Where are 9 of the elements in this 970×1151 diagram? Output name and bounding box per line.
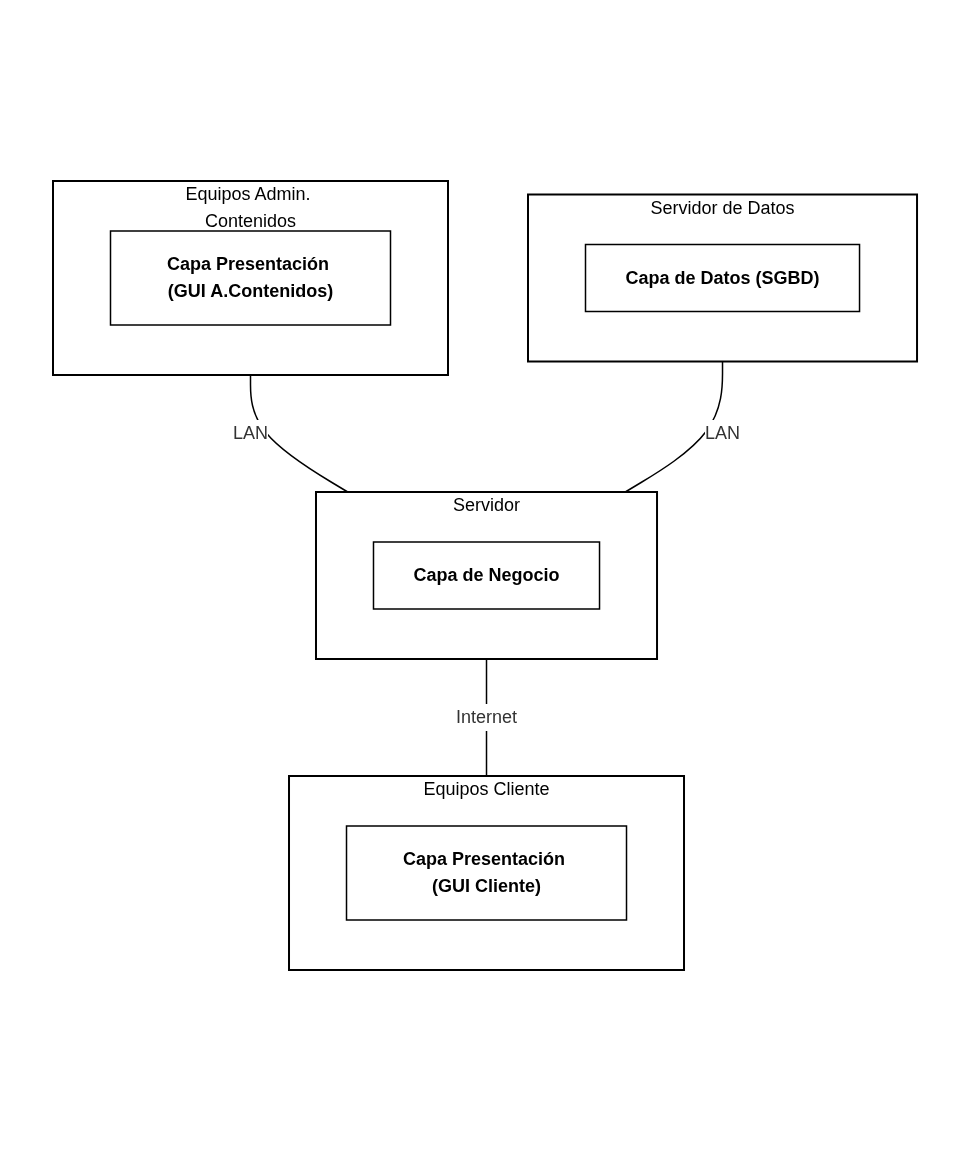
node-box: Capa de Datos (SGBD) [584,243,861,313]
connector [624,360,724,493]
connector [249,374,349,493]
node-box: Capa de Negocio [372,541,601,610]
node-box: Capa Presentación (GUI Cliente) [345,825,628,921]
edge-label: LAN [232,423,268,443]
edge-label: LAN [704,423,741,443]
node-box: Capa Presentación (GUI A.Contenidos) [109,230,392,326]
edge-label: Internet [455,707,518,727]
